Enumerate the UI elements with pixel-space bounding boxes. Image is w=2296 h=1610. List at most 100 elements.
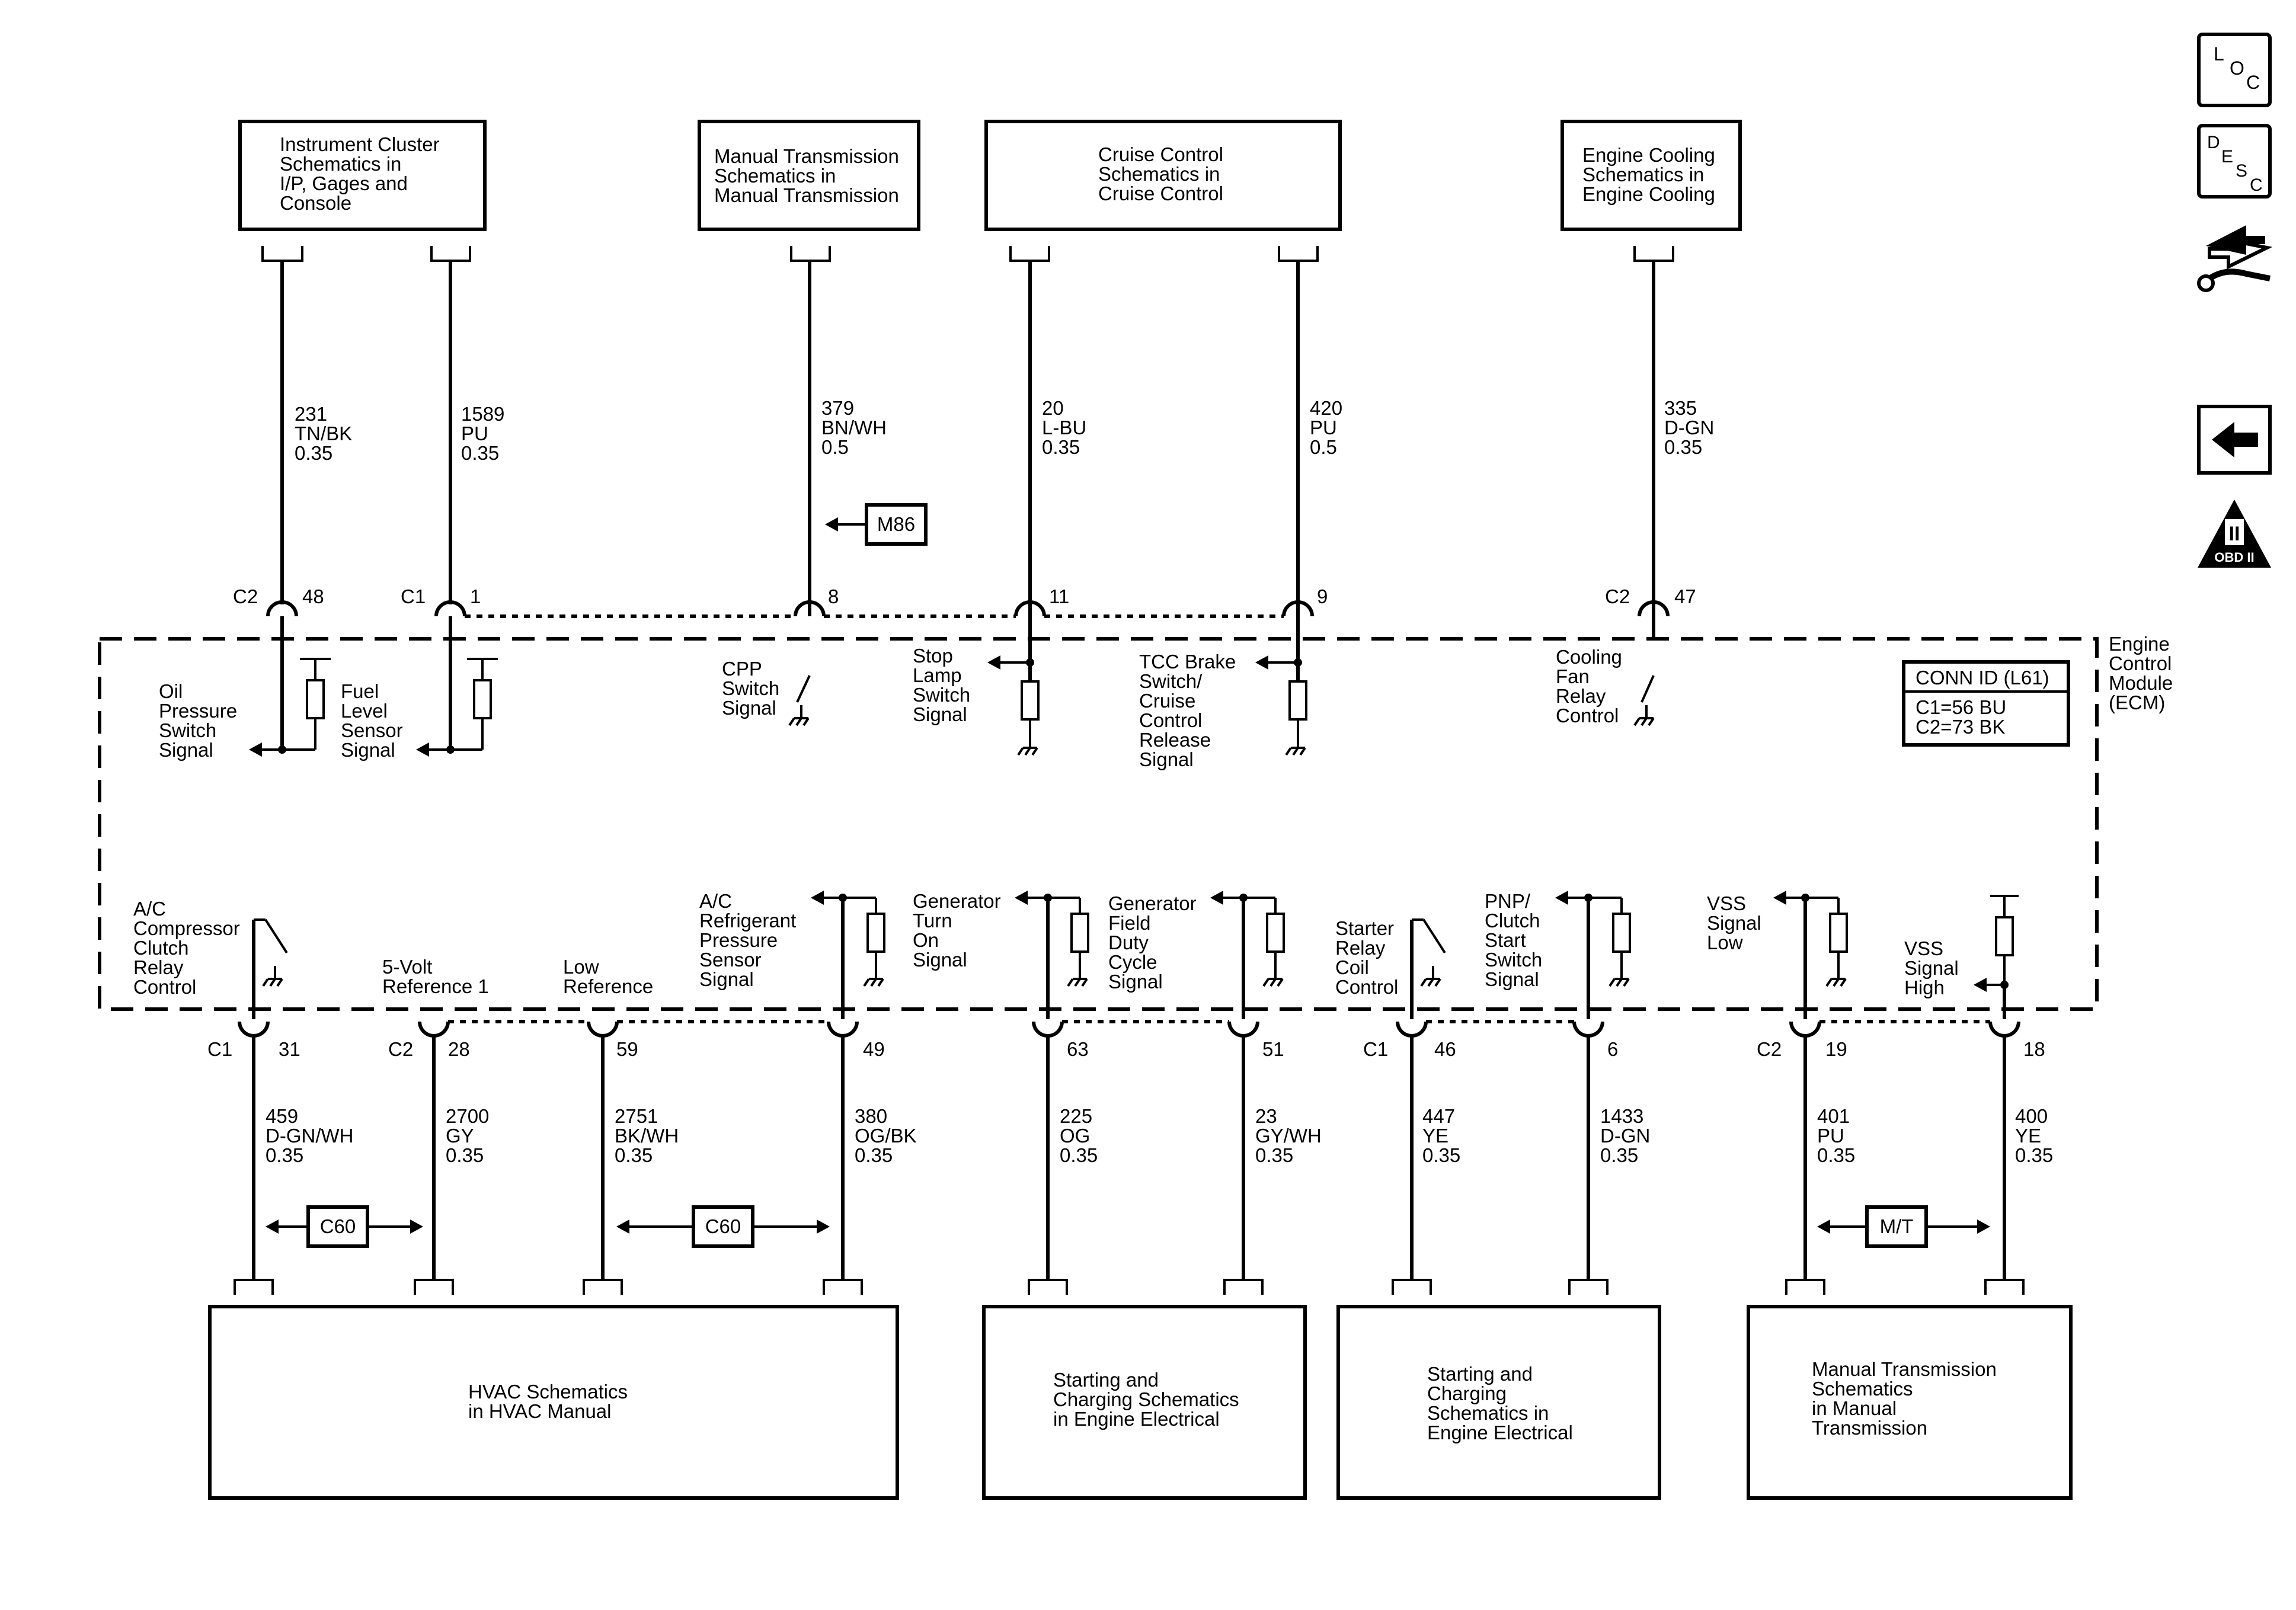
svg-text:Reference: Reference [563,975,653,997]
box-line: Engine Cooling [1582,183,1715,205]
vss-high-circuit [1974,895,2019,1019]
reference-mt[interactable]: M/T [1817,1205,1990,1248]
svg-text:Relay: Relay [1556,685,1606,707]
starter-relay-circuit [1410,918,1446,1019]
svg-text:TN/BK: TN/BK [295,422,352,444]
box-line: Charging Schematics [1053,1388,1239,1410]
svg-text:11: 11 [1049,585,1069,607]
connector-repair-icon[interactable] [2197,225,2273,292]
svg-text:Engine: Engine [2109,633,2170,655]
svg-text:401: 401 [1817,1105,1850,1127]
bottom-box-hvac[interactable]: HVAC Schematics in HVAC Manual [208,1305,899,1500]
svg-text:380: 380 [855,1105,887,1127]
wire-label-1433: 1433 D-GN 0.35 [1600,1105,1650,1166]
box-line: Schematics in [1427,1402,1549,1424]
bottom-box-starting-charging-1[interactable]: Starting and Charging Schematics in Engi… [982,1305,1307,1500]
box-line: Schematics in [1582,164,1704,185]
svg-text:CPP: CPP [722,658,762,680]
ref-label: C60 [320,1215,356,1237]
wire-label-459: 459 D-GN/WH 0.35 [266,1105,353,1166]
stop-lamp-circuit [987,655,1040,756]
box-line: Charging [1427,1382,1507,1404]
svg-text:0.35: 0.35 [266,1144,303,1166]
ref-label: C60 [705,1215,741,1237]
svg-text:231: 231 [295,403,327,425]
svg-text:0.5: 0.5 [1310,436,1337,458]
top-box-instrument-cluster[interactable]: Instrument Cluster Schematics in I/P, Ga… [238,120,487,231]
wire-label-225: 225 OG 0.35 [1060,1105,1098,1166]
vss-low-circuit [1773,891,1848,1019]
svg-text:18: 18 [2023,1038,2045,1060]
box-line: Schematics in [280,153,401,175]
obd-ii-icon[interactable]: II OBD II [2198,500,2271,568]
svg-text:C2: C2 [233,585,258,607]
svg-text:Switch: Switch [1485,949,1542,971]
svg-text:47: 47 [1674,585,1696,607]
stop-lamp-label: Stop Lamp Switch Signal [913,645,970,725]
reference-c60-right[interactable]: C60 [616,1205,830,1248]
low-reference-label: Low Reference [563,956,653,997]
reference-m86[interactable]: M86 [825,503,928,546]
svg-text:Control: Control [1139,709,1202,731]
svg-text:Relay: Relay [133,956,184,978]
svg-text:63: 63 [1067,1038,1089,1060]
svg-text:II: II [2229,523,2240,545]
bottom-box-starting-charging-2[interactable]: Starting and Charging Schematics in Engi… [1336,1305,1661,1500]
top-connector-stubs [261,246,1674,262]
svg-text:Duty: Duty [1108,932,1149,953]
wire-label-400: 400 YE 0.35 [2015,1105,2053,1166]
loc-icon[interactable]: L O C [2197,33,2272,107]
svg-text:PU: PU [1817,1125,1844,1147]
svg-text:0.35: 0.35 [1255,1144,1293,1166]
5v-reference-label: 5-Volt Reference 1 [382,956,489,997]
back-arrow-icon[interactable] [2197,405,2272,475]
svg-text:2700: 2700 [446,1105,489,1127]
svg-text:PU: PU [461,422,488,444]
box-line: Manual Transmission [714,184,899,206]
ac-refrigerant-label: A/C Refrigerant Pressure Sensor Signal [699,890,796,990]
ecm-label: Engine Control Module (ECM) [2109,633,2173,713]
ref-label: M86 [877,513,915,535]
svg-text:Cooling: Cooling [1556,646,1622,668]
svg-text:459: 459 [266,1105,298,1127]
vss-low-label: VSS Signal Low [1707,892,1761,953]
svg-text:Sensor: Sensor [341,719,403,741]
cpp-switch-label: CPP Switch Signal [722,658,779,719]
svg-text:Cycle: Cycle [1108,951,1157,973]
svg-text:0.35: 0.35 [855,1144,893,1166]
top-box-engine-cooling[interactable]: Engine Cooling Schematics in Engine Cool… [1560,120,1742,231]
top-box-cruise-control[interactable]: Cruise Control Schematics in Cruise Cont… [984,120,1342,231]
box-line: I/P, Gages and [280,172,408,194]
svg-text:225: 225 [1060,1105,1092,1127]
svg-text:GY/WH: GY/WH [1255,1125,1322,1147]
box-line: in HVAC Manual [468,1400,612,1422]
svg-text:C1: C1 [401,585,426,607]
svg-text:Switch: Switch [913,684,970,706]
ac-refrigerant-circuit [811,891,885,1019]
svg-text:PU: PU [1310,417,1337,438]
svg-text:Signal: Signal [159,739,213,761]
svg-text:Coil: Coil [1335,956,1369,978]
svg-text:9: 9 [1317,585,1328,607]
svg-text:0.35: 0.35 [1817,1144,1855,1166]
svg-text:Fan: Fan [1556,665,1590,687]
box-line: Console [280,192,351,214]
box-line: Engine Cooling [1582,144,1715,166]
svg-text:S: S [2236,161,2247,181]
svg-text:Signal: Signal [341,739,395,761]
generator-turn-on-label: Generator Turn On Signal [913,890,1001,971]
svg-text:Pressure: Pressure [159,700,237,722]
bottom-box-manual-transmission[interactable]: Manual Transmission Schematics in Manual… [1747,1305,2073,1500]
svg-text:Control: Control [2109,652,2172,674]
svg-text:420: 420 [1310,397,1342,419]
reference-c60-left[interactable]: C60 [266,1205,423,1248]
svg-text:D-GN/WH: D-GN/WH [266,1125,353,1147]
tcc-brake-circuit [1255,655,1307,756]
svg-text:Signal: Signal [722,697,776,719]
top-box-manual-transmission[interactable]: Manual Transmission Schematics in Manual… [698,120,920,231]
desc-icon[interactable]: D E S C [2197,124,2272,199]
top-pins [266,600,1670,618]
svg-text:0.35: 0.35 [2015,1144,2053,1166]
wire-label-23: 23 GY/WH 0.35 [1255,1105,1322,1166]
conn-id-box: CONN ID (L61) C1=56 BU C2=73 BK [1902,660,2070,747]
